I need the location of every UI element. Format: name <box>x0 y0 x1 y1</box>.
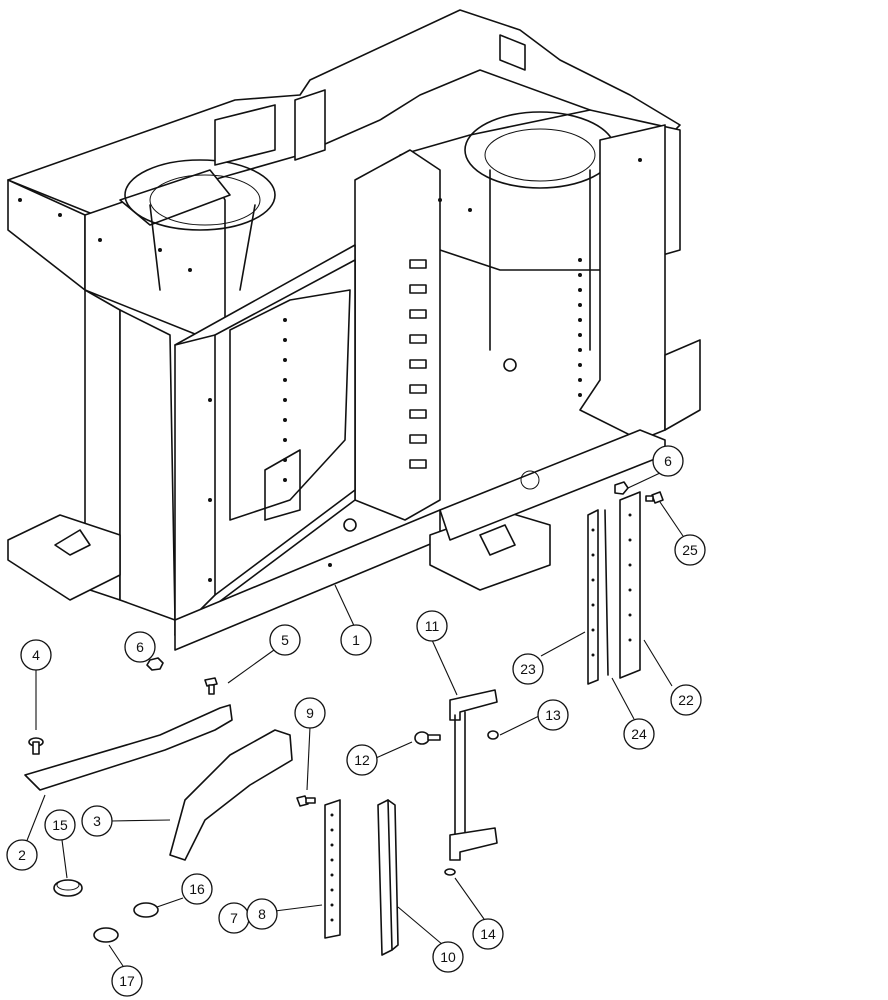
svg-text:3: 3 <box>93 813 101 829</box>
callout-2: 2 <box>6 839 38 871</box>
svg-text:25: 25 <box>682 542 698 558</box>
svg-text:6: 6 <box>664 453 672 469</box>
svg-text:10: 10 <box>440 949 456 965</box>
center-slide-teeth <box>409 259 427 469</box>
svg-text:6: 6 <box>136 639 144 655</box>
svg-text:8: 8 <box>258 906 266 922</box>
callout-10: 10 <box>432 941 464 973</box>
plug-17 <box>93 927 119 943</box>
carriage-bolt-12 <box>414 731 441 745</box>
callout-3: 3 <box>81 805 113 837</box>
strip-part-22 <box>619 491 641 679</box>
svg-text:17: 17 <box>119 973 135 989</box>
svg-text:9: 9 <box>306 705 314 721</box>
nut-14 <box>444 868 456 876</box>
svg-text:14: 14 <box>480 926 496 942</box>
callout-13: 13 <box>537 699 569 731</box>
bolt-25 <box>645 491 664 504</box>
leader-lines <box>25 472 684 967</box>
svg-text:13: 13 <box>545 707 561 723</box>
svg-text:5: 5 <box>281 632 289 648</box>
callout-12: 12 <box>346 744 378 776</box>
svg-text:11: 11 <box>425 618 440 634</box>
plug-15 <box>53 879 83 897</box>
callout-6-left: 6 <box>124 631 156 663</box>
angle-strip-10 <box>377 799 393 956</box>
bolt-9 <box>296 795 316 807</box>
strip-part-23 <box>587 509 599 685</box>
bracket-part-3 <box>169 729 293 861</box>
callout-7: 7 <box>218 902 250 934</box>
callout-22: 22 <box>670 684 702 716</box>
callout-14: 14 <box>472 918 504 950</box>
callout-15: 15 <box>44 809 76 841</box>
callout-25: 25 <box>674 534 706 566</box>
svg-text:1: 1 <box>352 632 360 648</box>
svg-text:24: 24 <box>631 726 647 742</box>
callout-23: 23 <box>512 653 544 685</box>
callout-16: 16 <box>181 873 213 905</box>
main-frame-assembly <box>7 9 701 651</box>
strip-part-8 <box>324 799 341 939</box>
svg-text:12: 12 <box>354 752 370 768</box>
strip-part-24 <box>604 509 609 676</box>
callout-11: 11 <box>416 610 448 642</box>
frame-hole-pattern <box>18 158 642 582</box>
callout-9: 9 <box>294 697 326 729</box>
svg-text:23: 23 <box>520 661 536 677</box>
bracket-part-2 <box>24 704 233 791</box>
nut-6-right <box>614 481 629 495</box>
callout-8: 8 <box>246 898 278 930</box>
callout-5: 5 <box>269 624 301 656</box>
callout-1: 1 <box>340 624 372 656</box>
svg-text:22: 22 <box>678 692 694 708</box>
bolt-5 <box>204 677 218 695</box>
svg-text:16: 16 <box>189 881 205 897</box>
callout-24: 24 <box>623 718 655 750</box>
callout-6-right: 6 <box>652 445 684 477</box>
svg-text:4: 4 <box>32 647 40 663</box>
callout-4: 4 <box>20 639 52 671</box>
bracket-assembly-11 <box>449 689 498 861</box>
nut-6-left <box>146 657 164 671</box>
svg-text:2: 2 <box>18 847 26 863</box>
svg-text:15: 15 <box>52 817 68 833</box>
plug-16 <box>133 902 159 918</box>
nut-13 <box>487 730 499 740</box>
carriage-bolt-4 <box>28 737 44 755</box>
callout-17: 17 <box>111 965 143 997</box>
svg-text:7: 7 <box>230 910 238 926</box>
